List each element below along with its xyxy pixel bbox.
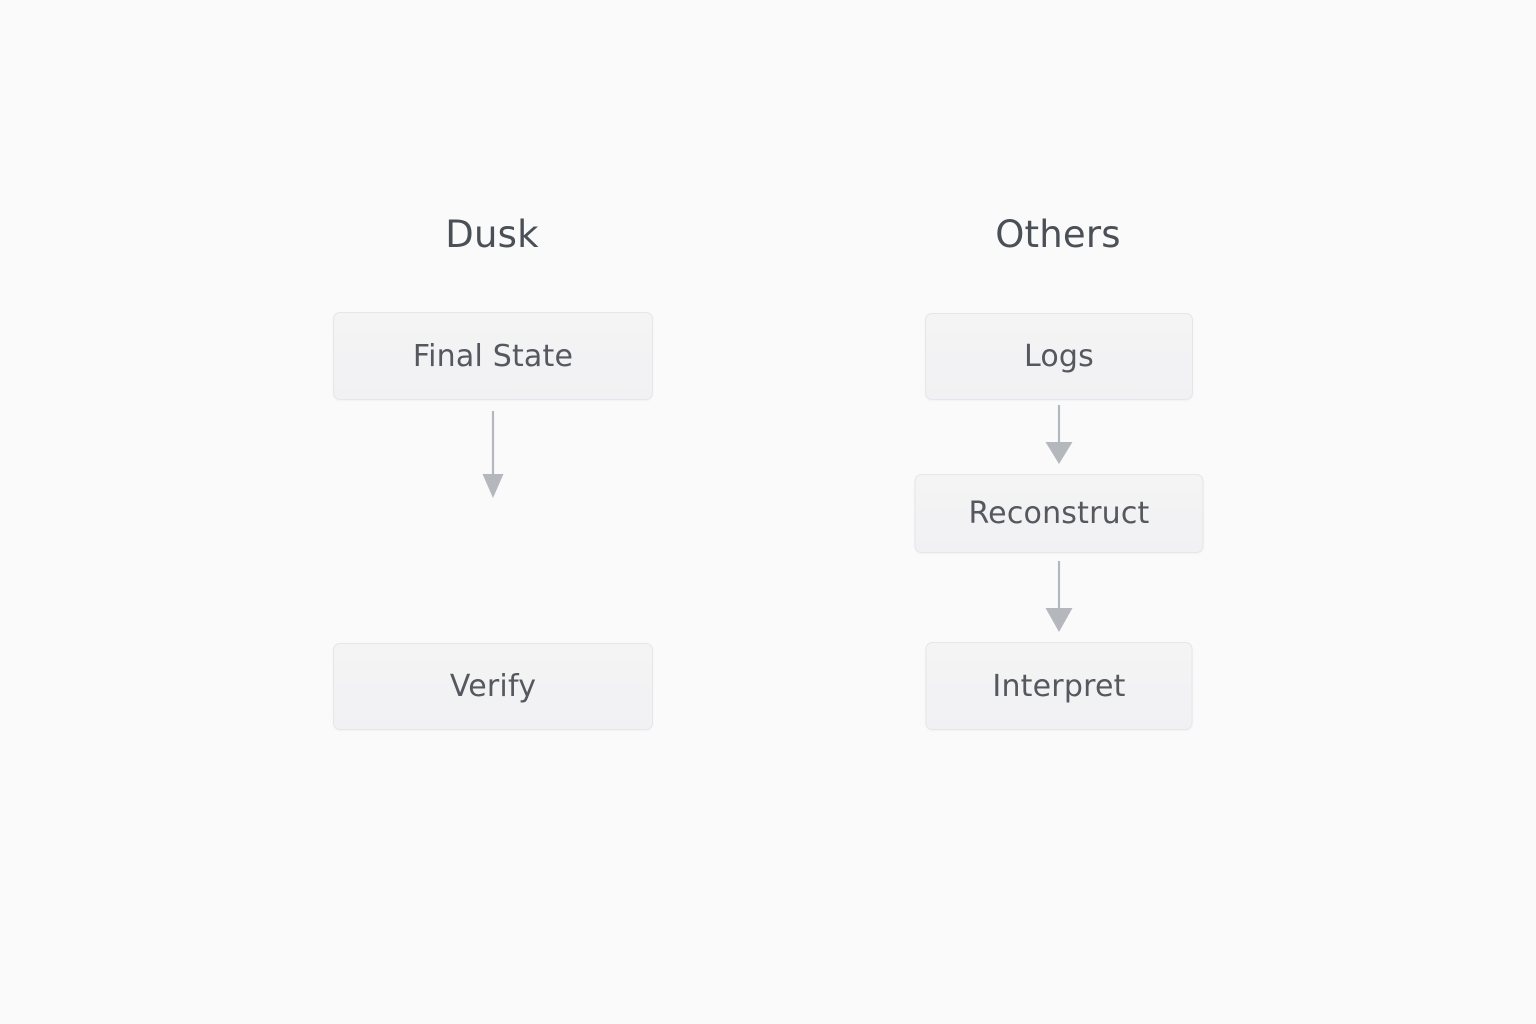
arrow-logs-to-reconstruct [1045,405,1073,464]
arrow-reconstruct-to-interpret [1045,561,1073,632]
node-interpret[interactable]: Interpret [925,642,1193,730]
node-label-interpret: Interpret [992,668,1126,704]
column-title-dusk: Dusk [445,213,539,256]
column-title-others: Others [995,213,1121,256]
node-label-logs: Logs [1023,339,1094,374]
node-label-reconstruct: Reconstruct [968,496,1150,531]
node-label-final-state: Final State [412,338,574,374]
node-final-state[interactable]: Final State [333,312,653,400]
node-label-verify: Verify [449,669,537,704]
node-reconstruct[interactable]: Reconstruct [914,474,1204,553]
node-verify[interactable]: Verify [333,643,653,730]
arrow-final-state-to-verify [482,411,504,498]
node-logs[interactable]: Logs [925,313,1193,400]
